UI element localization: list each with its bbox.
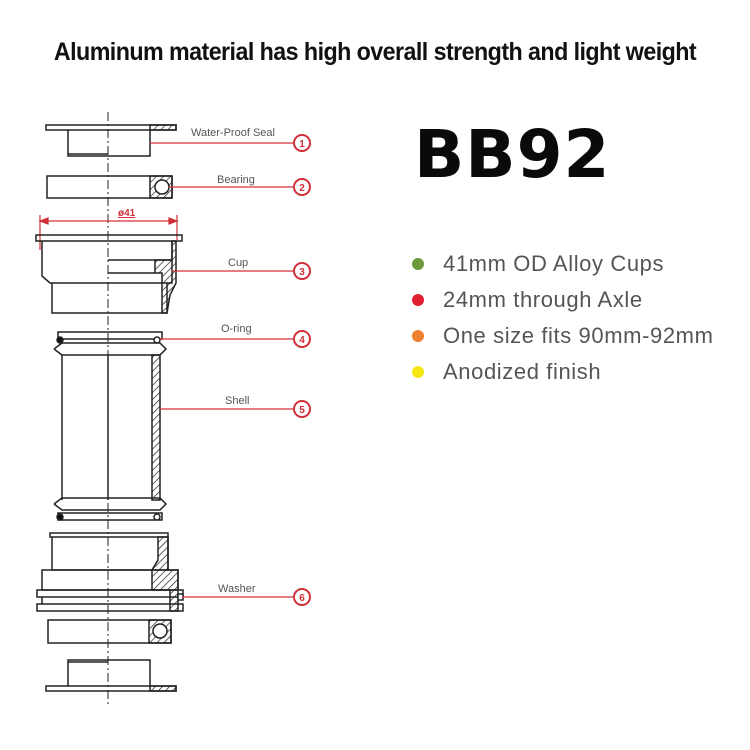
- water-proof-seal-drawing: [45, 124, 177, 157]
- bearing-drawing-bottom: [47, 619, 172, 644]
- callout-number-6: 6: [299, 593, 305, 604]
- shell-drawing: [53, 331, 168, 521]
- dimension-label: ø41: [118, 208, 136, 219]
- callout-number-3: 3: [299, 267, 305, 278]
- feature-item: One size fits 90mm-92mm: [412, 318, 714, 354]
- bullet-dot-icon: [412, 258, 424, 270]
- bullet-dot-icon: [412, 366, 424, 378]
- cup-drawing-upper: [35, 234, 183, 314]
- callout-number-2: 2: [299, 183, 305, 194]
- feature-text: 41mm OD Alloy Cups: [443, 251, 665, 276]
- feature-text: Anodized finish: [443, 359, 602, 384]
- callout-number-4: 4: [299, 335, 305, 346]
- headline: Aluminum material has high overall stren…: [53, 38, 697, 66]
- feature-item: 41mm OD Alloy Cups: [412, 246, 714, 282]
- feature-item: Anodized finish: [412, 354, 714, 390]
- model-title: BB92: [414, 116, 611, 193]
- callout-number-1: 1: [299, 139, 305, 150]
- water-proof-seal-drawing-bottom: [45, 659, 177, 692]
- bullet-dot-icon: [412, 330, 424, 342]
- feature-text: One size fits 90mm-92mm: [443, 323, 714, 348]
- dimension-41: [38, 215, 179, 250]
- feature-text: 24mm through Axle: [443, 287, 643, 312]
- part-label-washer: Washer: [218, 583, 256, 595]
- part-label-water-proof-seal: Water-Proof Seal: [191, 127, 275, 139]
- feature-item: 24mm through Axle: [412, 282, 714, 318]
- part-label-shell: Shell: [225, 395, 249, 407]
- part-label-bearing: Bearing: [217, 174, 255, 186]
- part-label-o-ring: O-ring: [221, 323, 252, 335]
- bullet-dot-icon: [412, 294, 424, 306]
- bearing-drawing-top: [46, 175, 173, 199]
- cup-drawing-lower: [36, 532, 184, 612]
- callout-number-5: 5: [299, 405, 305, 416]
- part-label-cup: Cup: [228, 257, 248, 269]
- feature-list: 41mm OD Alloy Cups 24mm through Axle One…: [412, 246, 714, 390]
